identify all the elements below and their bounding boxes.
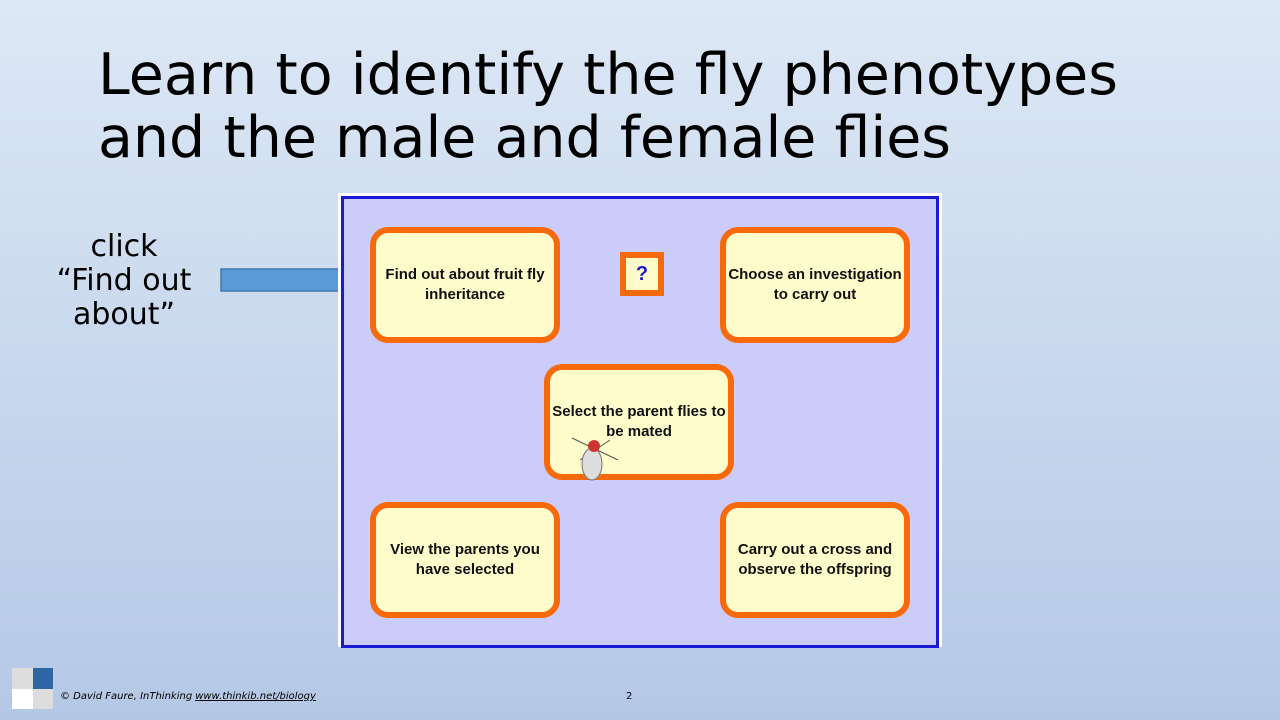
page-number: 2 xyxy=(626,691,633,702)
simulation-screenshot: Find out about fruit fly inheritance ? C… xyxy=(338,193,942,648)
select-parents-button[interactable]: Select the parent flies to be mated xyxy=(544,364,734,480)
carry-out-cross-button[interactable]: Carry out a cross and observe the offspr… xyxy=(720,502,910,618)
choose-investigation-button[interactable]: Choose an investigation to carry out xyxy=(720,227,910,343)
menu-panel: Find out about fruit fly inheritance ? C… xyxy=(341,196,939,648)
title-line-1: Learn to identify the fly phenotypes xyxy=(98,42,1118,108)
view-parents-button[interactable]: View the parents you have selected xyxy=(370,502,560,618)
help-button[interactable]: ? xyxy=(620,252,664,296)
instruction-line: click xyxy=(90,229,158,264)
footer-link[interactable]: www.thinkib.net/biology xyxy=(195,691,316,702)
select-parents-label: Select the parent flies to be mated xyxy=(552,403,726,440)
instruction-line: about” xyxy=(72,297,176,332)
logo xyxy=(12,668,53,709)
copyright: © David Faure, InThinking xyxy=(60,691,193,702)
find-out-about-button[interactable]: Find out about fruit fly inheritance xyxy=(370,227,560,343)
fruit-fly-icon xyxy=(571,437,619,481)
instruction-line: “Find out xyxy=(56,263,192,298)
title-line-2: and the male and female flies xyxy=(98,105,951,171)
